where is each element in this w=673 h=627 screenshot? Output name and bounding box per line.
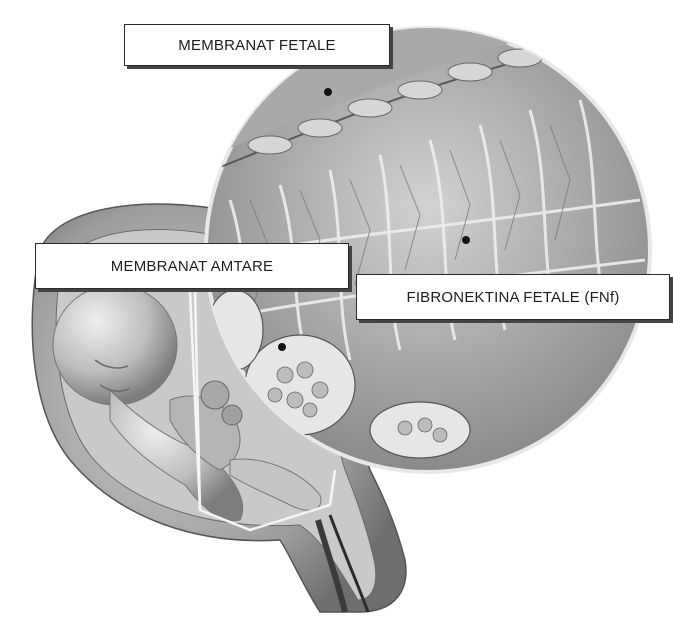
- magnified-tissue: [200, 0, 673, 472]
- label-amniotic-membranes: MEMBRANAT AMTARE: [35, 243, 349, 289]
- label-fetal-fibronectin: FIBRONEKTINA FETALE (FNf): [356, 274, 670, 320]
- label-fetal-membranes: MEMBRANAT FETALE: [124, 24, 390, 66]
